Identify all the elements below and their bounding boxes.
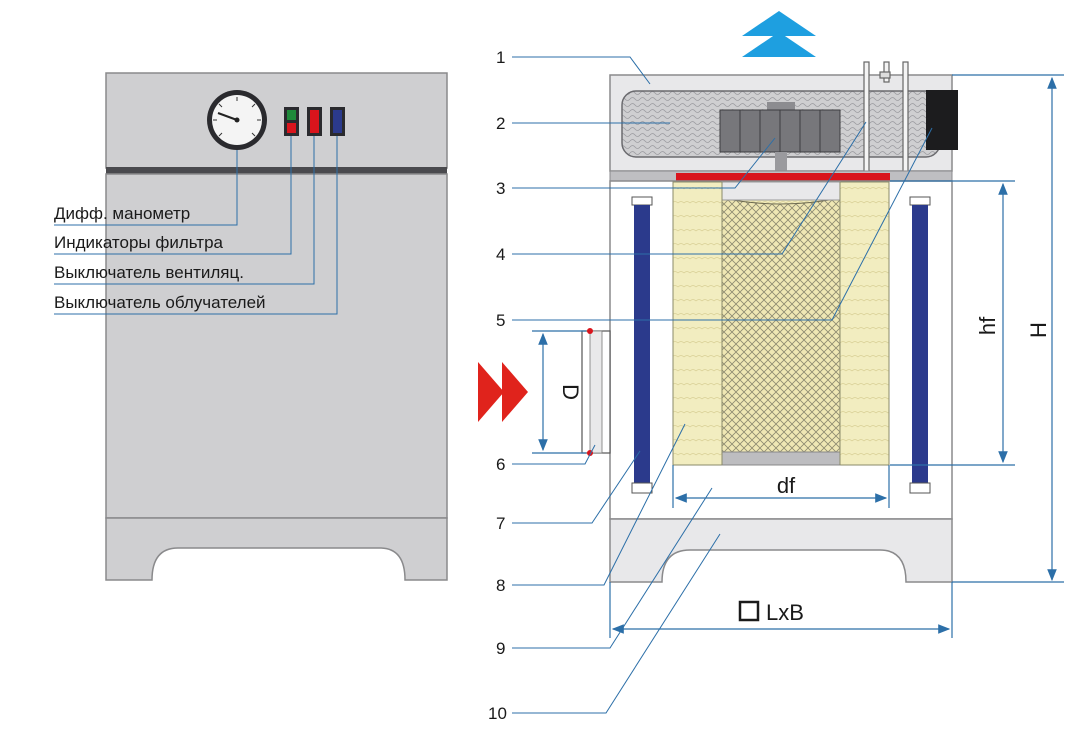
callout-2: 2 [496, 114, 505, 133]
leader-lamps-switch [54, 136, 338, 315]
dim-label-lxb: LxB [766, 600, 804, 625]
callout-7: 7 [496, 514, 505, 533]
leader-filter-indicators [54, 136, 292, 255]
uv-lamp-right [909, 196, 931, 494]
callout-10: 10 [488, 704, 507, 723]
callout-5: 5 [496, 311, 505, 330]
seal-plate [676, 173, 890, 181]
callout-8: 8 [496, 576, 505, 595]
fan-switch [307, 107, 322, 136]
pressure-tubes [863, 61, 909, 193]
filter-indicators [284, 107, 299, 136]
front-view: Дифф. манометр Индикаторы фильтра Выключ… [54, 72, 448, 581]
callout-1: 1 [496, 48, 505, 67]
section-view: D hf H df LxB 1 2 3 [478, 11, 1064, 723]
dim-label-d: D [558, 384, 583, 400]
legend-filter-indicators: Индикаторы фильтра [54, 233, 224, 252]
fan-unit [719, 102, 841, 176]
cabinet-body [105, 173, 448, 519]
cabinet-base [105, 517, 448, 581]
callout-9: 9 [496, 639, 505, 658]
outlet-duct [926, 90, 958, 150]
inlet-pipe [581, 328, 611, 456]
leader-fan-switch [54, 136, 315, 285]
square-symbol-icon [738, 600, 760, 622]
leader-manometer [54, 150, 238, 226]
legend-fan-switch: Выключатель вентиляц. [54, 263, 244, 282]
filter-cartridge [672, 181, 890, 466]
legend-manometer: Дифф. манометр [54, 204, 190, 223]
outlet-flow-arrow-icon [742, 11, 816, 57]
cabinet-divider-strip [106, 167, 447, 174]
callout-6: 6 [496, 455, 505, 474]
dim-label-h: H [1026, 322, 1051, 338]
uv-lamp-left [631, 196, 653, 494]
dim-label-df: df [777, 473, 796, 498]
callout-4: 4 [496, 245, 505, 264]
callout-3: 3 [496, 179, 505, 198]
dim-label-hf: hf [975, 316, 1000, 335]
inlet-flow-arrow-icon [478, 362, 528, 422]
legend-lamps-switch: Выключатель облучателей [54, 293, 266, 312]
manometer-gauge-icon [207, 90, 267, 150]
section-base [609, 518, 953, 583]
lamps-switch [330, 107, 345, 136]
cabinet-top [105, 72, 448, 169]
